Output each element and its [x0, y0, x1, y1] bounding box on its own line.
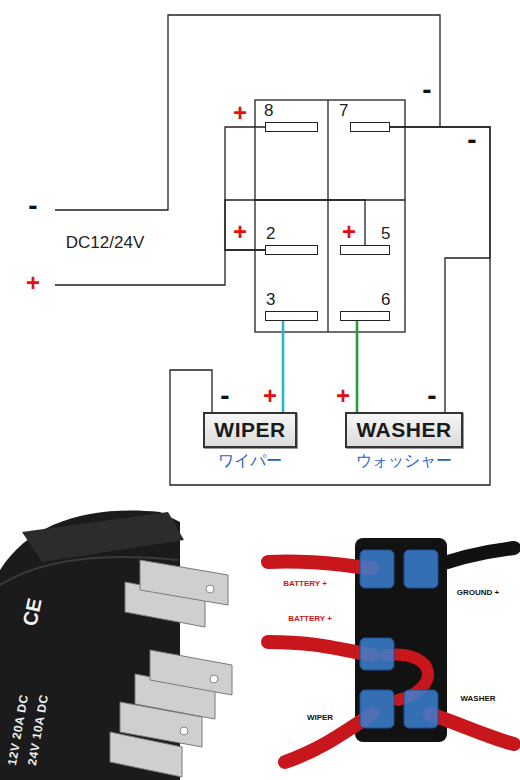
- polarity-mark: +: [233, 220, 247, 244]
- terminal-tab: [140, 560, 228, 605]
- load-name: WIPER: [214, 418, 285, 442]
- pin-number: 3: [266, 291, 275, 308]
- polarity-mark: +: [26, 271, 40, 295]
- rocker-edge: [22, 512, 184, 562]
- wire-tag: WIPER: [305, 713, 335, 723]
- wire-tag: BATTERY +: [286, 614, 334, 624]
- pin-terminal: 5: [340, 245, 390, 255]
- certification-mark: CE: [18, 596, 45, 628]
- load-name: WASHER: [356, 418, 451, 442]
- blue-connector: [360, 550, 394, 588]
- red-wire: [268, 562, 372, 568]
- red-wire: [268, 642, 372, 655]
- load-box: WIPERワイパー: [203, 412, 297, 448]
- load-box: WASHERウォッシャー: [345, 412, 463, 448]
- tab-hole: [210, 675, 218, 683]
- pin-terminal: 3: [265, 311, 318, 321]
- load-name-ja: ウォッシャー: [356, 452, 452, 470]
- polarity-mark: -: [427, 384, 436, 408]
- switch-body: [255, 100, 405, 332]
- polarity-mark: +: [336, 384, 350, 408]
- polarity-mark: +: [233, 101, 247, 125]
- positive-supply-wire: [55, 250, 225, 285]
- pin-terminal: 2: [265, 245, 318, 255]
- blue-connector: [404, 550, 438, 588]
- supply-voltage: DC12/24V: [66, 233, 144, 253]
- terminal-tab: [150, 650, 232, 695]
- pin-number: 7: [339, 102, 348, 119]
- wired-switch-photo: [268, 538, 514, 762]
- wire-tag: GROUND +: [455, 588, 501, 598]
- pin-number: 2: [266, 225, 275, 242]
- blue-connector: [360, 638, 394, 670]
- switch-photo: [0, 510, 232, 780]
- polarity-mark: -: [220, 384, 229, 408]
- polarity-mark: -: [28, 194, 37, 218]
- wire-tag: BATTERY +: [281, 579, 329, 589]
- wire-tag: WASHER: [458, 694, 497, 704]
- pin-terminal: 6: [340, 311, 390, 321]
- wire: [225, 200, 365, 250]
- tab-hole: [206, 585, 214, 593]
- red-wire: [285, 714, 372, 762]
- load-name-ja: ワイパー: [218, 452, 282, 470]
- switch-housing: [355, 538, 447, 742]
- wire: [390, 127, 490, 412]
- tab-hole: [180, 727, 188, 735]
- polarity-mark: -: [467, 128, 476, 152]
- negative-supply-wire: [55, 15, 440, 210]
- wire: [170, 127, 490, 485]
- pin-number: 8: [264, 102, 273, 119]
- polarity-mark: +: [342, 220, 356, 244]
- pin-terminal: 7: [350, 122, 390, 132]
- polarity-mark: +: [263, 384, 277, 408]
- wire: [356, 321, 359, 412]
- terminal-tab: [120, 702, 202, 747]
- switch-divider: [327, 100, 328, 332]
- pin-number: 6: [381, 291, 390, 308]
- red-wire: [430, 714, 514, 744]
- polarity-mark: -: [422, 78, 431, 102]
- blue-connector: [360, 690, 394, 728]
- blue-connector: [404, 690, 438, 728]
- pin-terminal: 8: [265, 122, 318, 132]
- pin-number: 5: [381, 225, 390, 242]
- wire: [282, 321, 285, 412]
- wire: [225, 127, 265, 250]
